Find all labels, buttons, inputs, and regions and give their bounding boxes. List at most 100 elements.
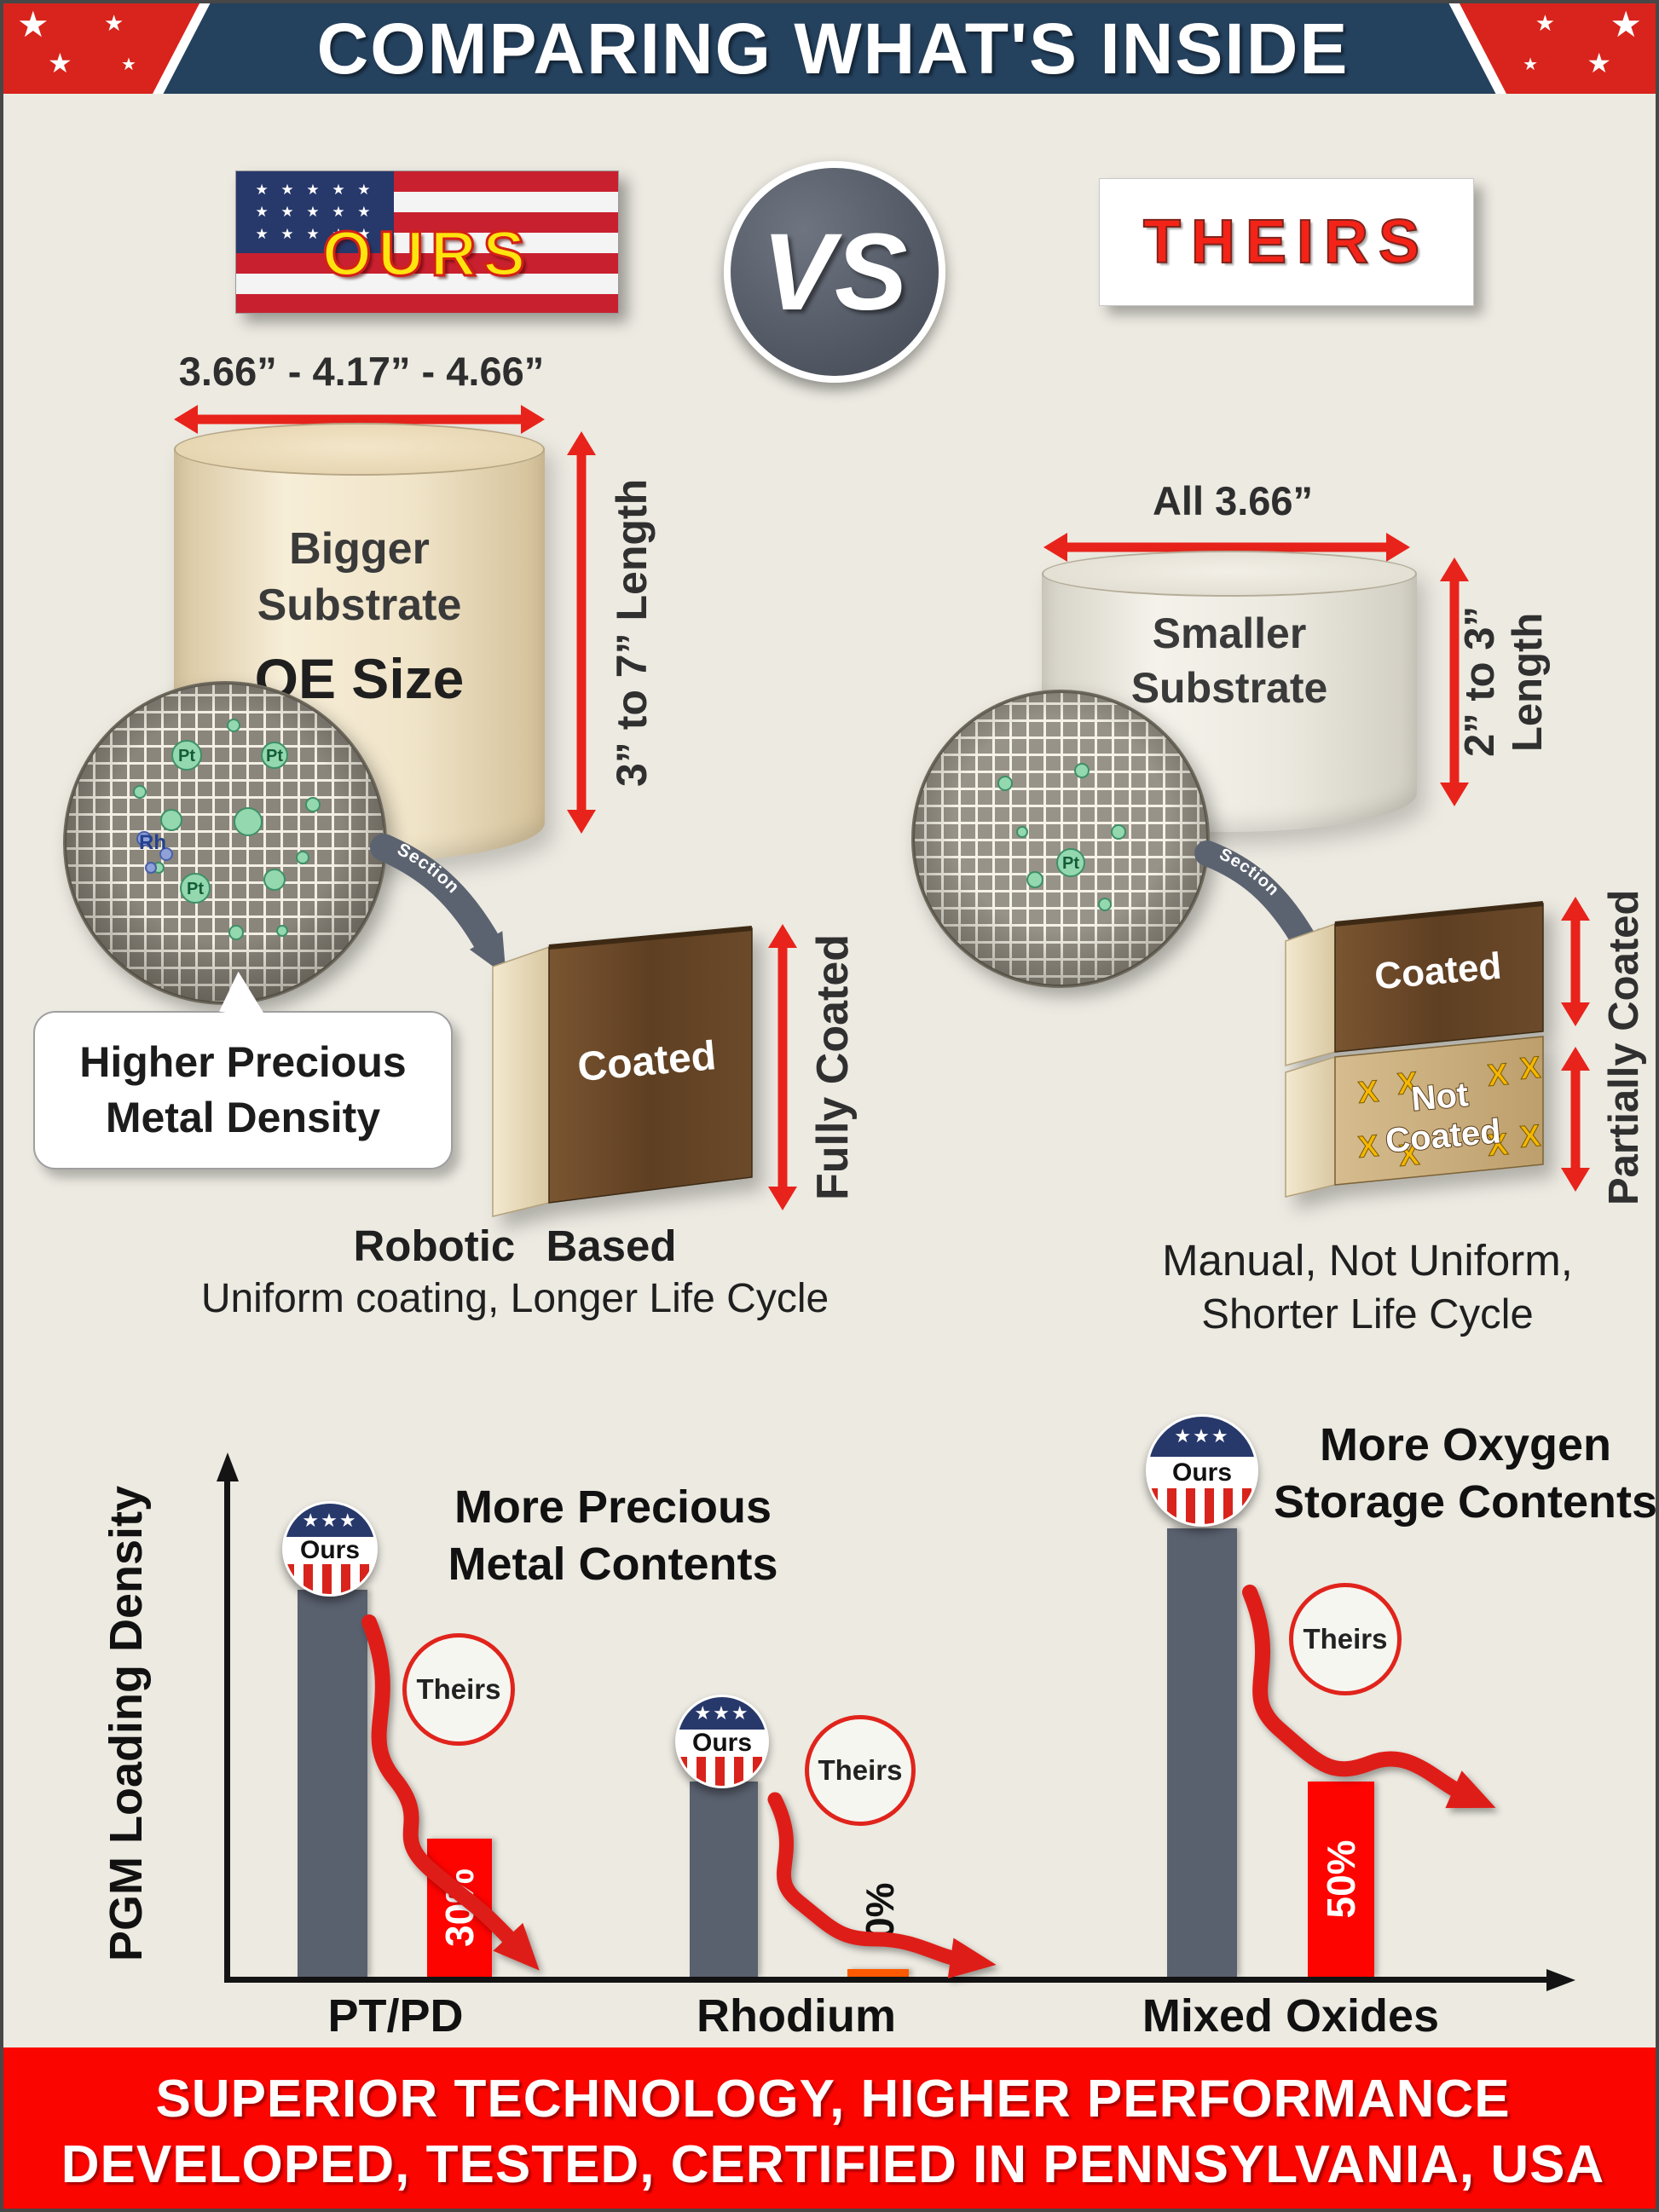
ours-diameter-arrow xyxy=(174,404,545,435)
ours-badge-rhodium: ★★★ Ours xyxy=(675,1695,769,1788)
star-icon: ★ xyxy=(1610,4,1642,44)
theirs-label: THEIRS xyxy=(1142,207,1431,277)
x-mark: X xyxy=(1356,1128,1379,1164)
header-banner: COMPARING WHAT'S INSIDE xyxy=(3,3,1656,94)
annotation-precious-line1: More Precious xyxy=(454,1481,772,1533)
theirs-substrate-line2: Substrate xyxy=(1130,664,1328,712)
substrate-mesh-ours: Pt Pt Pt Rh xyxy=(63,681,387,1005)
annotation-oxygen-line1: More Oxygen xyxy=(1319,1419,1612,1470)
ours-caption-line1: Robotic Based xyxy=(353,1222,677,1270)
flag-stars-row: ★ ★ ★ ★ ★ xyxy=(255,182,375,198)
star-icon: ★ xyxy=(17,4,49,44)
coated-block-ours: Coated xyxy=(492,926,753,1217)
bar-ours-rhodium xyxy=(690,1781,758,1977)
vs-badge: VS xyxy=(724,161,945,383)
not-coated-label-line1: Not xyxy=(1410,1076,1470,1118)
theirs-circle-rhodium: Theirs xyxy=(805,1715,916,1826)
theirs-substrate-line1: Smaller xyxy=(1152,609,1307,657)
fully-coated-arrow xyxy=(767,924,798,1210)
badge-ours-label: Ours xyxy=(678,1729,766,1757)
bar-theirs-rhodium xyxy=(847,1969,909,1977)
theirs-length-arrow xyxy=(1439,557,1470,806)
theirs-caption-line1: Manual, Not Uniform, xyxy=(1162,1236,1573,1285)
badge-stars: ★★★ xyxy=(678,1697,766,1730)
section-arrow-theirs: Section xyxy=(1194,840,1323,973)
x-mark: X xyxy=(1518,1118,1541,1154)
x-mark: X xyxy=(1486,1126,1509,1163)
theirs-diameter-arrow xyxy=(1043,532,1410,563)
footer-line2: DEVELOPED, TESTED, CERTIFIED IN PENNSYLV… xyxy=(61,2134,1605,2194)
partial-coat-arrow-top xyxy=(1562,897,1589,1026)
badge-ours-label: Ours xyxy=(285,1536,375,1564)
x-axis xyxy=(224,1977,1547,1983)
star-icon: ★ xyxy=(1523,55,1538,74)
y-axis xyxy=(224,1481,230,1983)
decline-arrow-mixed-oxides xyxy=(1242,1585,1496,1809)
ours-length-label: 3” to 7” Length xyxy=(608,478,656,787)
x-marks: X X X X X X X X xyxy=(1356,1049,1542,1174)
ours-substrate-line2: Substrate xyxy=(257,580,462,630)
category-label-rhodium: Rhodium xyxy=(697,1990,896,2042)
ours-caption-line2: Uniform coating, Longer Life Cycle xyxy=(200,1276,830,1321)
badge-ours-label: Ours xyxy=(1148,1456,1256,1489)
star-icon: ★ xyxy=(121,55,136,74)
footer-line1: SUPERIOR TECHNOLOGY, HIGHER PERFORMANCE xyxy=(155,2069,1511,2128)
x-mark: X xyxy=(1486,1056,1509,1093)
theirs-caption-line2: Shorter Life Cycle xyxy=(1201,1291,1534,1337)
ours-diameter-range: 3.66” - 4.17” - 4.66” xyxy=(178,349,545,394)
flag-stars-row: ★ ★ ★ ★ ★ xyxy=(255,226,375,242)
bubble-line1: Higher Precious xyxy=(79,1038,407,1086)
corner-flag-right: ★ ★ ★ ★ xyxy=(1460,3,1656,94)
bar-theirs-mixed-oxides: 50% xyxy=(1308,1781,1374,1977)
flag-canton: ★ ★ ★ ★ ★ ★ ★ ★ ★ ★ ★ ★ ★ ★ ★ xyxy=(236,171,394,253)
star-icon: ★ xyxy=(104,10,124,36)
flag-stars-row: ★ ★ ★ ★ ★ xyxy=(255,204,375,220)
fully-coated-label: Fully Coated xyxy=(808,933,858,1201)
ours-substrate-line1: Bigger xyxy=(289,524,430,574)
bubble-line2: Metal Density xyxy=(105,1094,381,1141)
y-axis-label: PGM Loading Density xyxy=(101,1485,152,1962)
ours-flag-badge: ★ ★ ★ ★ ★ ★ ★ ★ ★ ★ ★ ★ ★ ★ ★ OURS xyxy=(235,170,619,314)
pt-label: Pt xyxy=(187,880,204,898)
coated-block-theirs: Coated X X X X X X X X Not Coated xyxy=(1285,901,1544,1198)
substrate-mesh-theirs: Pt xyxy=(911,690,1210,988)
corner-flag-left: ★ ★ ★ ★ xyxy=(3,3,199,94)
footer-banner: SUPERIOR TECHNOLOGY, HIGHER PERFORMANCE … xyxy=(3,2047,1656,2209)
decline-arrow-ptpd xyxy=(361,1614,540,1971)
decline-arrow-rhodium xyxy=(767,1792,997,1979)
pt-label: Pt xyxy=(1062,854,1079,873)
precious-metal-callout: Higher Precious Metal Density xyxy=(33,969,453,1170)
ours-badge-ptpd: ★★★ Ours xyxy=(282,1501,378,1597)
annotation-precious-line2: Metal Contents xyxy=(448,1539,778,1590)
x-mark: X xyxy=(1396,1065,1419,1101)
x-mark: X xyxy=(1356,1073,1379,1110)
theirs-card: THEIRS xyxy=(1099,178,1474,306)
ours-badge-mixed-oxides: ★★★ Ours xyxy=(1146,1414,1258,1527)
theirs-circle-ptpd: Theirs xyxy=(402,1633,515,1746)
x-axis-arrow xyxy=(1546,1969,1575,1991)
star-icon: ★ xyxy=(1535,10,1555,36)
rh-label: Rh xyxy=(139,831,166,854)
bar-ours-ptpd xyxy=(298,1589,367,1977)
pgm-particles-theirs: Pt xyxy=(997,763,1126,911)
annotation-oxygen-line2: Storage Contents xyxy=(1273,1476,1658,1528)
category-label-ptpd: PT/PD xyxy=(327,1990,464,2042)
ours-length-arrow xyxy=(566,431,597,834)
page-title: COMPARING WHAT'S INSIDE xyxy=(316,8,1350,89)
ours-label: OURS xyxy=(321,217,532,290)
pt-label: Pt xyxy=(178,747,195,765)
section-arrow-ours: Section xyxy=(370,834,506,976)
theirs-diameter-label: All 3.66” xyxy=(1152,478,1314,523)
bar-ours-mixed-oxides xyxy=(1167,1528,1237,1977)
badge-stars: ★★★ xyxy=(1148,1417,1256,1457)
bubble-tail xyxy=(219,969,275,1020)
star-icon: ★ xyxy=(48,48,72,78)
theirs-length-label: 2” to 3” Length xyxy=(1457,606,1551,758)
category-label-mixed-oxides: Mixed Oxides xyxy=(1142,1990,1440,2042)
vs-label: VS xyxy=(761,211,908,333)
partially-coated-label: Partially Coated xyxy=(1601,889,1647,1206)
x-mark: X xyxy=(1518,1049,1541,1086)
pgm-particles-ours: Pt Pt Pt Rh xyxy=(133,719,321,940)
y-axis-arrow xyxy=(217,1453,239,1481)
